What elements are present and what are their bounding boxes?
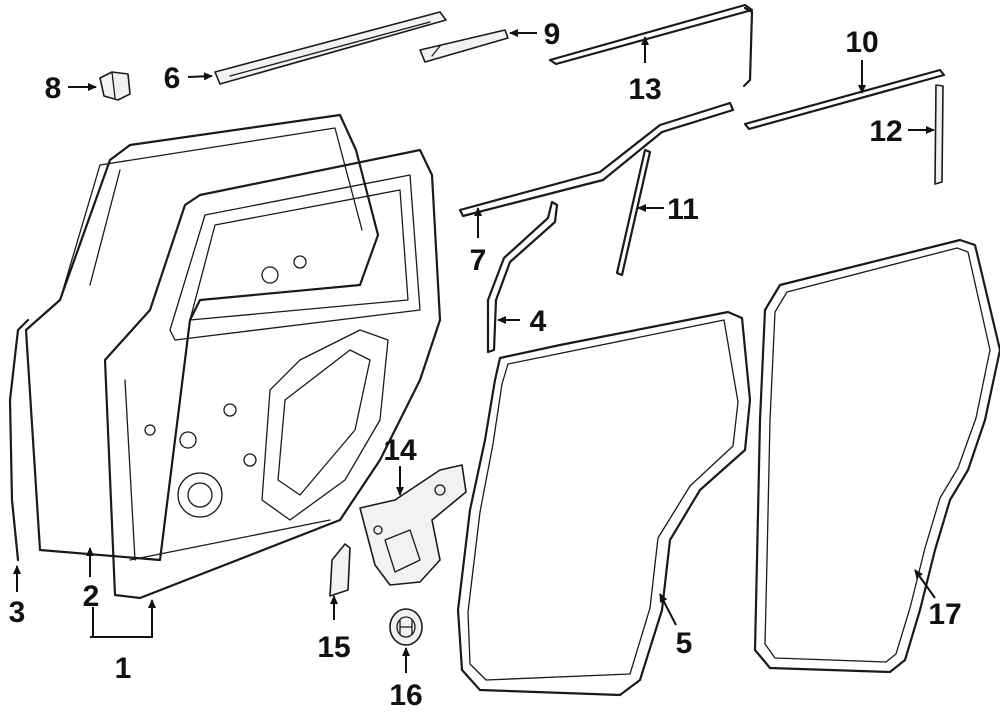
callout-4: 4	[530, 305, 547, 338]
leader-lines	[13, 29, 936, 673]
callout-13: 13	[628, 73, 661, 106]
callout-8: 8	[45, 72, 62, 105]
door-outer-skin	[24, 113, 380, 562]
callout-1: 1	[115, 652, 132, 685]
part-4-division-bar	[486, 200, 559, 354]
callout-14: 14	[383, 434, 417, 467]
callout-15: 15	[317, 631, 350, 664]
callout-12: 12	[869, 115, 902, 148]
callout-9: 9	[544, 18, 561, 51]
callout-2: 2	[83, 580, 100, 613]
callout-10: 10	[845, 26, 878, 59]
callout-17: 17	[928, 598, 961, 631]
part-14-bracket	[359, 464, 467, 586]
part-13-frame-molding	[548, 3, 754, 88]
callout-16: 16	[389, 679, 422, 712]
part-5-weatherstrip	[456, 310, 752, 697]
part-11-channel	[615, 148, 652, 277]
callout-3: 3	[9, 596, 26, 629]
part-17-weatherstrip	[753, 238, 1000, 674]
callout-7: 7	[470, 244, 487, 277]
part-12-trim	[934, 84, 944, 185]
callout-6: 6	[164, 62, 181, 95]
part-10-molding	[743, 68, 946, 131]
part-7-glass-run	[458, 101, 735, 218]
part-16-grommet	[389, 608, 423, 646]
part-6-belt-molding	[214, 11, 447, 85]
door-inner-frame	[103, 148, 442, 600]
callout-11: 11	[667, 193, 699, 226]
callout-5: 5	[676, 627, 693, 660]
part-9-channel	[419, 29, 509, 63]
part-15-pad	[329, 543, 351, 597]
part-8-clip	[99, 71, 131, 101]
part-3-weatherstrip	[8, 318, 30, 562]
